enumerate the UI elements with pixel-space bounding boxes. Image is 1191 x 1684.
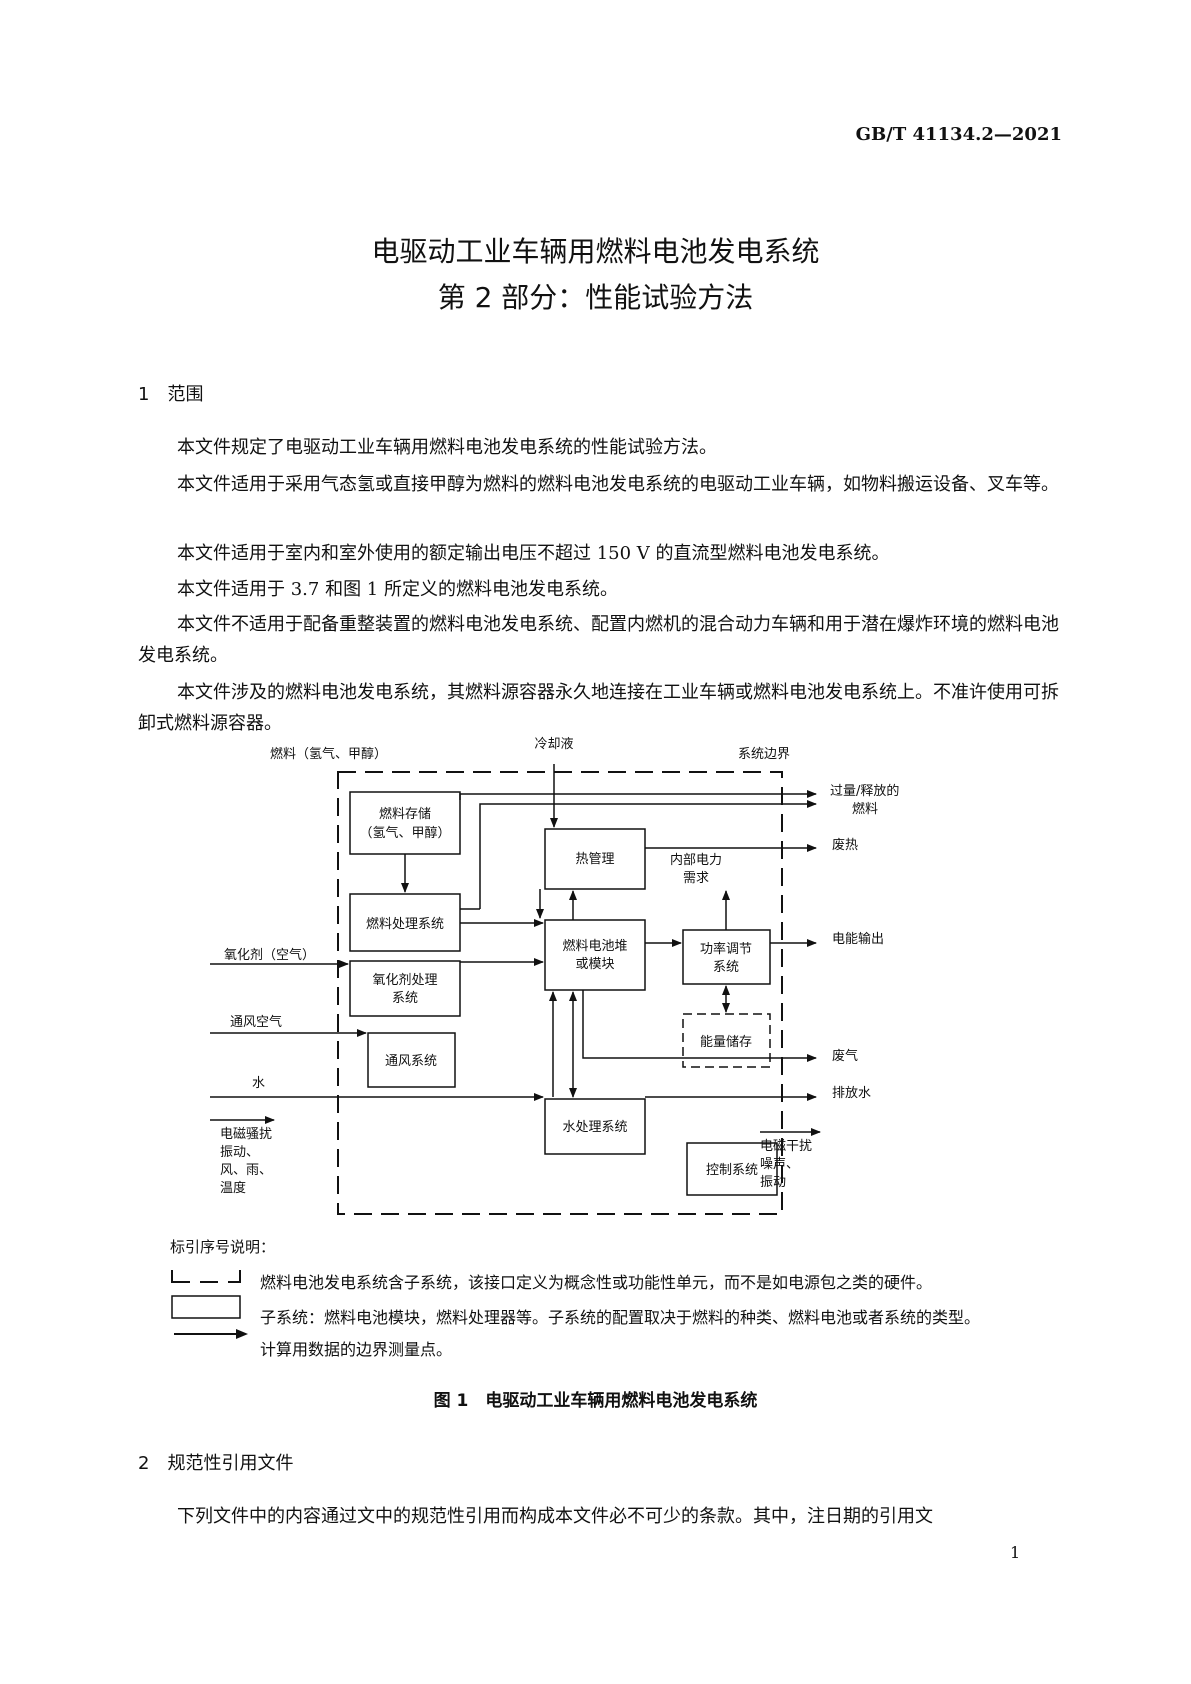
section2-heading: 2 规范性引用文件 (138, 1453, 294, 1474)
excess-fuel-arrow (459, 790, 817, 800)
excess-fuel-label: 燃料 (852, 801, 878, 817)
energy-storage-label: 能量储存 (700, 1035, 752, 1050)
legend-arrow-head (236, 1329, 248, 1339)
ventilation-air-label: 通风空气 (230, 1014, 282, 1030)
legend-solid-text: 子系统：燃料电池模块，燃料处理器等。子系统的配置取决于燃料的种类、燃料电池或者系… (260, 1308, 981, 1327)
fuel-cell-stack-label: 燃料电池堆 (562, 938, 627, 954)
fuel-cell-stack-box (544, 919, 646, 991)
emi-input-label: 电磁骚扰 (220, 1127, 272, 1142)
fuel-storage-label: 燃料存储 (379, 806, 431, 822)
emi-input-label: 温度 (220, 1180, 246, 1196)
fuel-storage-label: （氢气、甲醇） (359, 825, 450, 841)
legend-dashed-text: 燃料电池发电系统含子系统，该接口定义为概念性或功能性单元，而不是如电源包之类的硬… (260, 1273, 933, 1292)
power-conditioning-label: 系统 (713, 960, 739, 975)
document-title-line2: 第 2 部分：性能试验方法 (437, 281, 754, 314)
legend-label: 标引序号说明： (170, 1238, 276, 1256)
emi-input-label: 风、雨、 (220, 1163, 272, 1178)
section1-paragraph: 本文件适用于室内和室外使用的额定输出电压不超过 150 V 的直流型燃料电池发电… (177, 543, 890, 564)
section1-paragraph: 本文件适用于采用气态氢或直接甲醇为燃料的燃料电池发电系统的电驱动工业车辆，如物料… (177, 474, 1059, 495)
thermal-management-box (544, 828, 646, 890)
fuel-cell-stack-label: 或模块 (575, 957, 614, 972)
emi-input-label: 振动、 (220, 1145, 259, 1160)
thermal-management-label: 热管理 (575, 852, 614, 867)
legend-symbols (171, 1270, 248, 1339)
page-number: 1 (1010, 1543, 1021, 1562)
internal-power-label: 内部电力 (670, 852, 722, 868)
system-boundary (337, 771, 783, 1215)
ventilation-label: 通风系统 (385, 1054, 437, 1069)
oxidant-processing-label: 系统 (392, 991, 418, 1006)
legend-arrow-text: 计算用数据的边界测量点。 (260, 1340, 453, 1359)
power-conditioning-box (682, 929, 771, 985)
waste-heat-label: 废热 (832, 837, 858, 853)
section1-paragraph: 本文件涉及的燃料电池发电系统，其燃料源容器永久地连接在工业车辆或燃料电池发电系统… (138, 682, 1059, 734)
oxidant-input-label: 氧化剂（空气） (224, 947, 315, 963)
legend-solid-symbol (171, 1295, 241, 1319)
fuel-cell-system-diagram: 燃料存储 （氢气、甲醇） 热管理 燃料处理系统 燃料电池堆 或模块 功率调节 系… (210, 737, 899, 1215)
power-output-label: 电能输出 (832, 931, 884, 947)
oxidant-processing-label: 氧化剂处理 (372, 973, 437, 988)
fuel-input-label: 燃料（氢气、甲醇） (270, 746, 387, 762)
section1-heading: 1 范围 (138, 384, 204, 405)
coolant-label: 冷却液 (534, 737, 573, 752)
section1-paragraph: 本文件不适用于配备重整装置的燃料电池发电系统、配置内燃机的混合动力车辆和用于潜在… (138, 614, 1059, 666)
section1-paragraph: 本文件适用于 3.7 和图 1 所定义的燃料电池发电系统。 (177, 579, 618, 600)
excess-fuel-label: 过量/释放的 (830, 783, 899, 799)
emi-output-label: 噪声、 (760, 1157, 799, 1172)
document-title-line1: 电驱动工业车辆用燃料电池发电系统 (371, 235, 820, 268)
exhaust-arrow (582, 990, 817, 1062)
water-treatment-box (544, 1098, 646, 1155)
section1-paragraph: 本文件规定了电驱动工业车辆用燃料电池发电系统的性能试验方法。 (177, 437, 717, 458)
emi-output-label: 电磁干扰 (760, 1139, 812, 1154)
fuel-storage-box (349, 791, 461, 855)
ventilation-box (367, 1032, 456, 1088)
water-treatment-label: 水处理系统 (562, 1120, 627, 1135)
excess-fuel-arrow (479, 800, 817, 909)
fuel-processing-label: 燃料处理系统 (366, 916, 444, 932)
internal-power-label: 需求 (683, 871, 709, 886)
power-conditioning-label: 功率调节 (700, 941, 752, 957)
section2-paragraph: 下列文件中的内容通过文中的规范性引用而构成本文件必不可少的条款。其中，注日期的引… (177, 1506, 933, 1527)
discharge-water-label: 排放水 (832, 1086, 871, 1101)
legend-dashed-symbol (171, 1270, 241, 1283)
emi-output-label: 振动 (760, 1175, 786, 1190)
standard-number: GB/T 41134.2—2021 (855, 124, 1062, 145)
water-input-label: 水 (252, 1076, 265, 1091)
control-system-box (686, 1142, 778, 1196)
system-boundary-label: 系统边界 (738, 747, 790, 762)
oxidant-processing-box (349, 960, 461, 1017)
figure-caption: 图 1 电驱动工业车辆用燃料电池发电系统 (433, 1391, 758, 1411)
control-system-label: 控制系统 (706, 1163, 758, 1178)
exhaust-label: 废气 (832, 1048, 858, 1064)
